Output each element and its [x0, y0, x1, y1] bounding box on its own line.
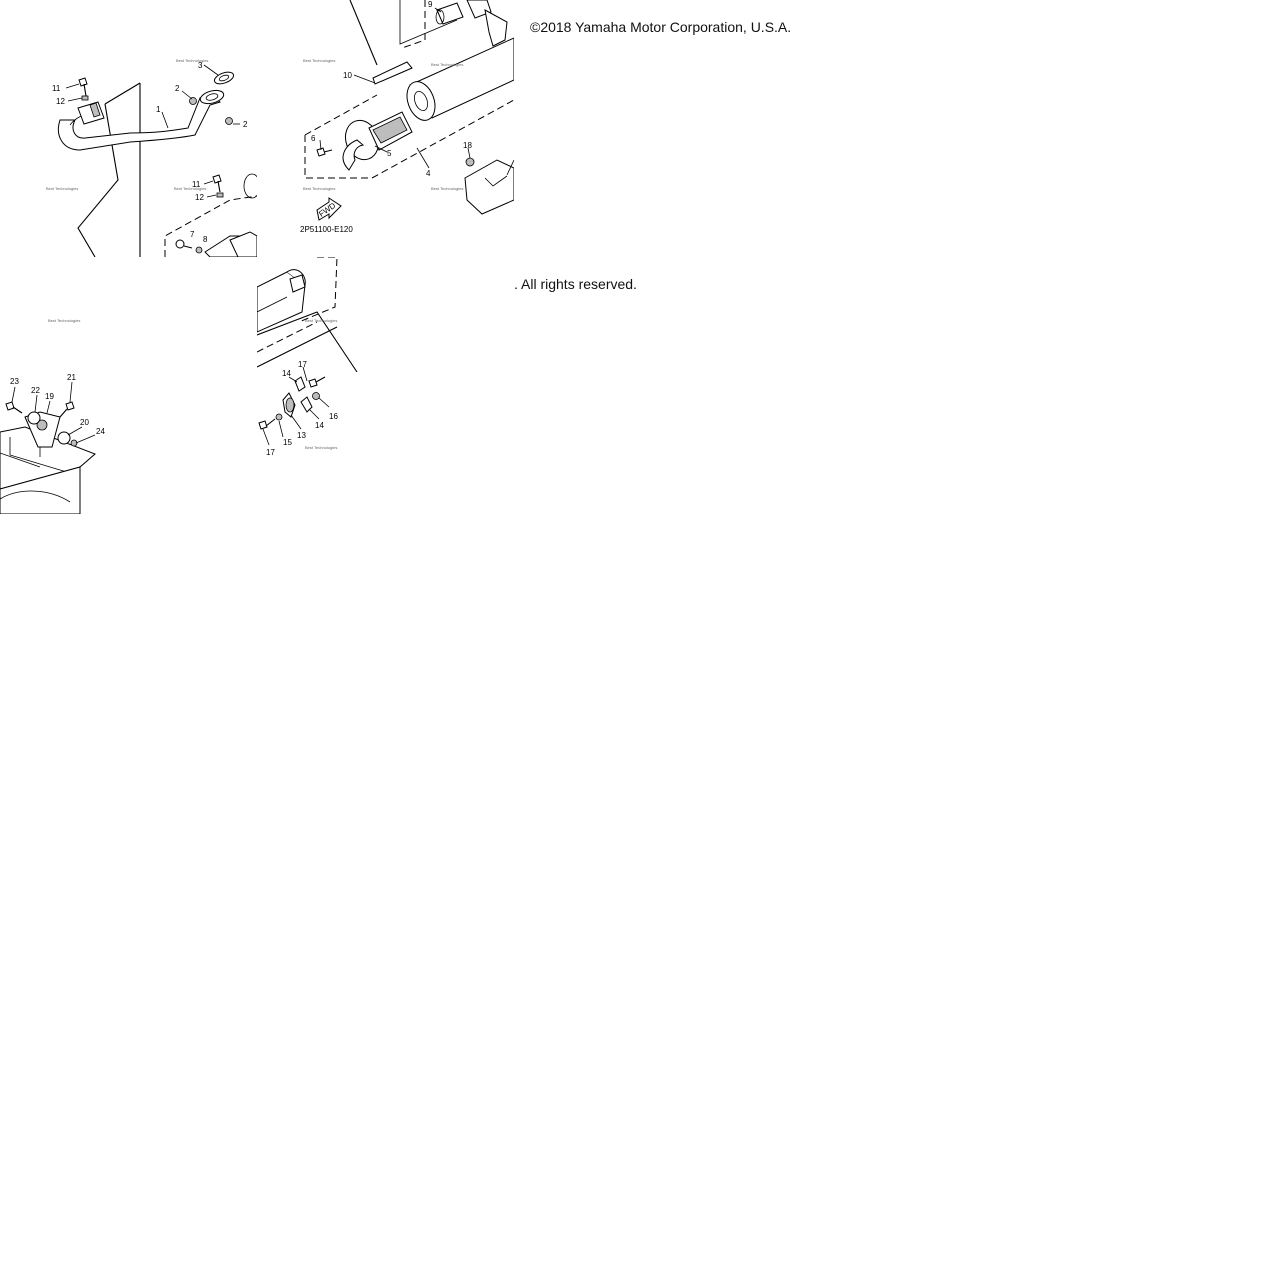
callout-14: 14 — [282, 369, 291, 378]
callout-5: 5 — [387, 149, 392, 158]
callout-21: 21 — [67, 373, 76, 382]
callout-9: 9 — [428, 0, 433, 9]
watermark: Best Technologies — [303, 186, 335, 191]
diagram-tile-muffler: FWD 9 10 6 5 4 18 2P51100-E120 Best Tech… — [257, 0, 514, 257]
diagram-code: 2P51100-E120 — [300, 225, 353, 234]
callout-17: 17 — [298, 360, 307, 369]
exhaust-pipe-drawing: 11 12 1 2 3 2 11 12 7 8 Best Technologie… — [46, 58, 257, 257]
watermark: Best Technologies — [174, 186, 206, 191]
callout-18: 18 — [463, 141, 472, 150]
diagram-tile-bracket: 23 22 19 21 20 24 Best Technologies — [0, 257, 257, 514]
callout-22: 22 — [31, 386, 40, 395]
callout-2: 2 — [175, 84, 180, 93]
watermark: Best Technologies — [48, 318, 80, 323]
watermark: Best Technologies — [305, 445, 337, 450]
callout-14b: 14 — [315, 421, 324, 430]
callout-11b: 11 — [192, 180, 201, 189]
muffler-drawing: FWD 9 10 6 5 4 18 2P51100-E120 Best Tech… — [300, 0, 514, 234]
watermark: Best Technologies — [176, 58, 208, 63]
callout-4: 4 — [426, 169, 431, 178]
callout-17b: 17 — [266, 448, 275, 457]
watermark: Best Technologies — [46, 186, 78, 191]
callout-20: 20 — [80, 418, 89, 427]
callout-2b: 2 — [243, 120, 248, 129]
callout-8: 8 — [203, 235, 208, 244]
copyright-text: ©2018 Yamaha Motor Corporation, U.S.A. — [530, 19, 792, 35]
callout-3: 3 — [198, 61, 203, 70]
watermark: Best Technologies — [431, 62, 463, 67]
callout-10: 10 — [343, 71, 352, 80]
callout-13: 13 — [297, 431, 306, 440]
callout-6: 6 — [311, 134, 316, 143]
damper-drawing: 17 14 16 14 13 15 17 Best Technologies B… — [257, 257, 358, 457]
callout-19: 19 — [45, 392, 54, 401]
bracket-drawing: 23 22 19 21 20 24 Best Technologies — [0, 318, 105, 514]
watermark: Best Technologies — [305, 318, 337, 323]
callout-11: 11 — [52, 84, 61, 93]
callout-12: 12 — [56, 97, 65, 106]
callout-15: 15 — [283, 438, 292, 447]
callout-1: 1 — [156, 105, 161, 114]
watermark: Best Technologies — [431, 186, 463, 191]
callout-7: 7 — [190, 230, 195, 239]
diagram-tile-damper: 17 14 16 14 13 15 17 Best Technologies B… — [257, 257, 514, 514]
callout-16: 16 — [329, 412, 338, 421]
fwd-arrow-icon — [316, 197, 342, 221]
callout-23: 23 — [10, 377, 19, 386]
rights-reserved-text: . All rights reserved. — [514, 276, 637, 292]
diagram-tile-exhaust-pipe: 11 12 1 2 3 2 11 12 7 8 Best Technologie… — [0, 0, 257, 257]
callout-24: 24 — [96, 427, 105, 436]
callout-12b: 12 — [195, 193, 204, 202]
watermark: Best Technologies — [303, 58, 335, 63]
